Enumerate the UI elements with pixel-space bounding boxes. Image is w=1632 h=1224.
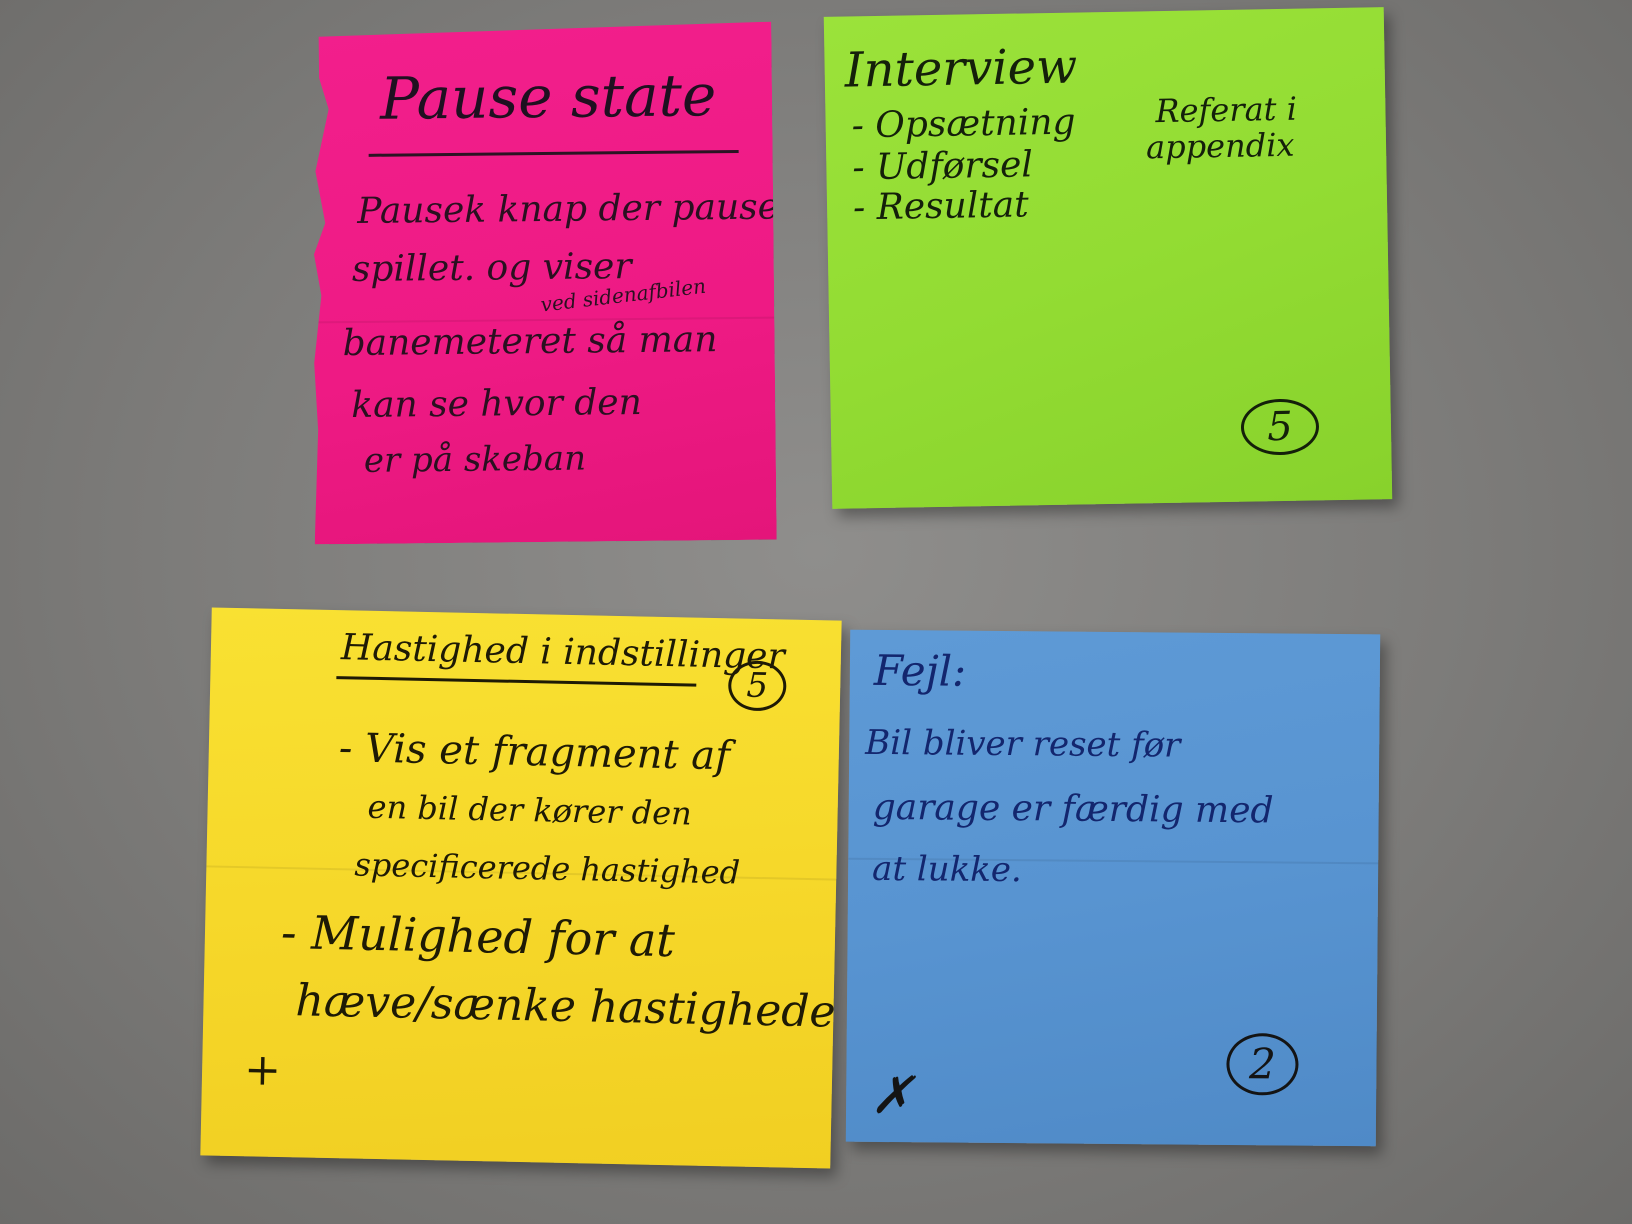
note-line: at lukke. (871, 848, 1022, 891)
note-bullet-line: - Vis et fragment af (338, 725, 731, 780)
note-title: Interview (844, 38, 1078, 99)
note-item: - Resultat (852, 184, 1030, 229)
note-bullet-line: specificerede hastighed (354, 845, 741, 892)
note-mark: ✗ (869, 1065, 915, 1127)
note-item: - Opsætning (851, 101, 1076, 147)
title-underline (336, 676, 697, 687)
note-side-note: Referat i (1155, 89, 1298, 131)
note-title: Fejl: (873, 645, 967, 696)
priority-badge: 2 (1226, 1032, 1299, 1096)
note-line: kan se hvor den (351, 381, 642, 427)
note-line: Bil bliver reset før (865, 722, 1181, 766)
priority-badge: 5 (1240, 398, 1320, 456)
note-line: er på skeban (363, 438, 587, 481)
sticky-note-hastighed: Hastighed i indstillinger 5 - Vis et fra… (200, 607, 842, 1169)
note-title: Hastighed i indstillinger (340, 627, 786, 678)
note-line: banemeteret så man (342, 319, 718, 365)
note-mark: + (243, 1044, 282, 1097)
note-line: Pausek knap der pauser (357, 186, 777, 232)
note-bullet-line: - Mulighed for at (280, 904, 676, 968)
note-line: garage er færdig med (872, 786, 1274, 832)
note-item: - Udførsel (852, 144, 1034, 189)
note-line: spillet. og viser (351, 246, 632, 290)
note-title: Pause state (379, 61, 717, 133)
sticky-note-pause-state: Pause state Pausek knap der pauser spill… (309, 22, 776, 545)
title-underline (369, 150, 739, 157)
note-side-note: appendix (1145, 125, 1295, 167)
note-bullet-line: hæve/sænke hastigheden (295, 975, 842, 1039)
note-bullet-line: en bil der kører den (367, 787, 693, 833)
sticky-note-interview: Interview - Opsætning - Udførsel - Resul… (823, 7, 1393, 509)
sticky-note-fejl: Fejl: Bil bliver reset før garage er fær… (845, 629, 1381, 1147)
priority-badge: 5 (727, 660, 787, 712)
